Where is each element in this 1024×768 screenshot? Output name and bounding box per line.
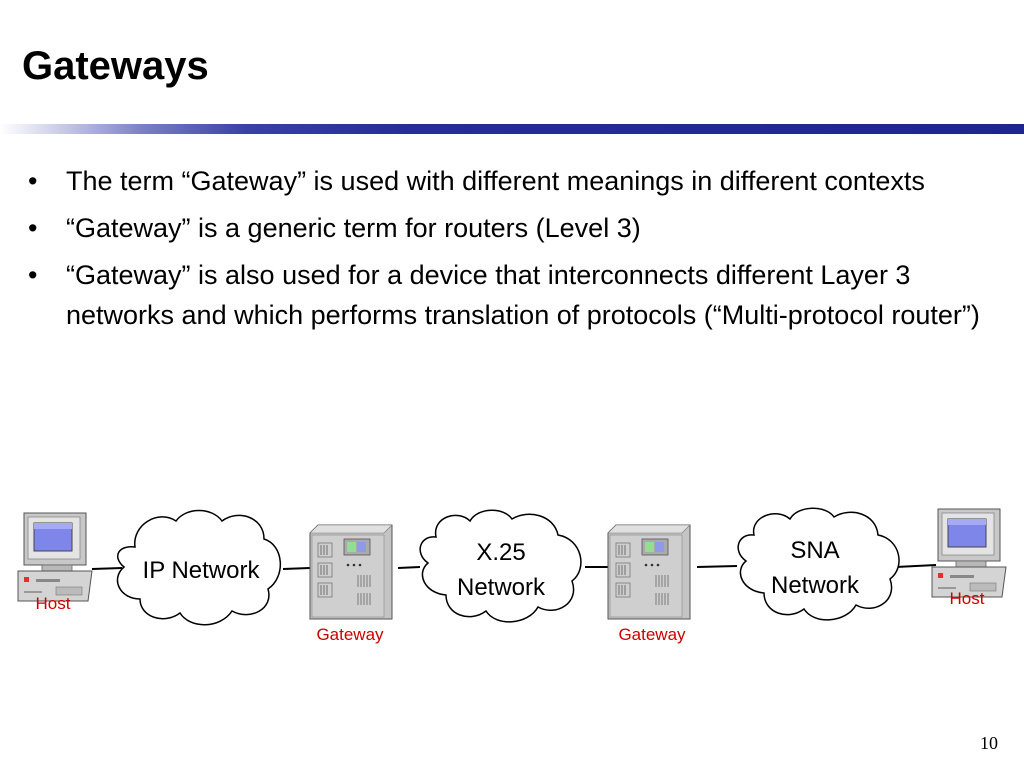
slide-title: Gateways bbox=[22, 44, 209, 88]
host-label: Host bbox=[950, 589, 985, 608]
computer-icon bbox=[17, 512, 93, 602]
title-divider bbox=[0, 124, 1024, 134]
cloud-label: Network bbox=[771, 572, 860, 599]
server-icon bbox=[607, 524, 691, 620]
bullet-text: “Gateway” is a generic term for routers … bbox=[66, 213, 641, 243]
network-diagram: IP Network X.25 Network SNA Network Host… bbox=[17, 507, 1007, 644]
cloud-icon bbox=[116, 509, 282, 626]
cloud-icon bbox=[737, 507, 900, 621]
cloud-label: IP Network bbox=[143, 557, 261, 584]
bullet-dot: • bbox=[28, 213, 38, 243]
bullet-dot: • bbox=[28, 166, 38, 196]
bullet-item: • “Gateway” is also used for a device tha… bbox=[22, 255, 1012, 335]
bullet-text: The term “Gateway” is used with differen… bbox=[66, 166, 925, 196]
gateway-label: Gateway bbox=[618, 625, 686, 644]
bullet-list: • The term “Gateway” is used with differe… bbox=[22, 161, 1012, 342]
host-label: Host bbox=[36, 594, 71, 613]
computer-icon bbox=[931, 508, 1007, 598]
cloud-label: Network bbox=[457, 574, 546, 601]
bullet-text: “Gateway” is also used for a device that… bbox=[66, 260, 980, 330]
link-lines bbox=[91, 564, 937, 570]
bullet-item: • The term “Gateway” is used with differe… bbox=[22, 161, 1012, 201]
bullet-dot: • bbox=[28, 260, 38, 290]
cloud-label: SNA bbox=[790, 537, 839, 564]
cloud-label: X.25 bbox=[476, 539, 525, 566]
gateway-label: Gateway bbox=[316, 625, 384, 644]
page-number: 10 bbox=[980, 733, 998, 753]
bullet-item: • “Gateway” is a generic term for routers… bbox=[22, 208, 1012, 248]
server-icon bbox=[309, 524, 393, 620]
cloud-icon bbox=[419, 509, 582, 623]
